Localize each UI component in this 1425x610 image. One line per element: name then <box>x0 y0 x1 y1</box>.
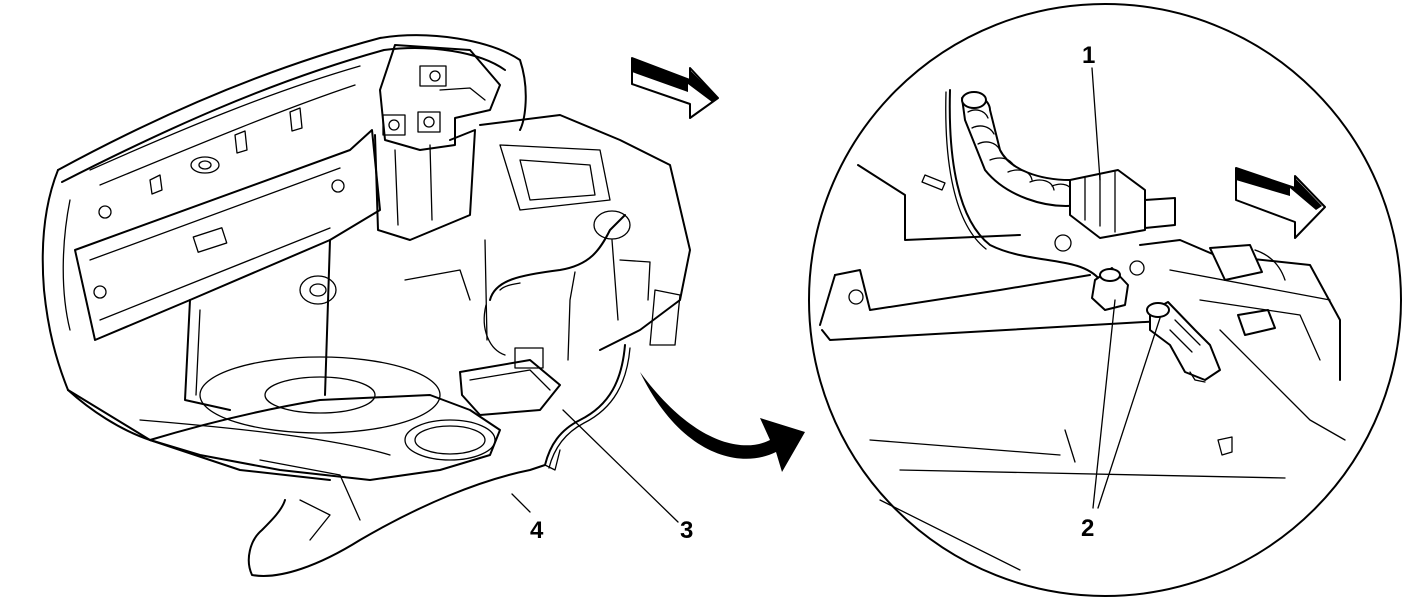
detail-view-arrow <box>640 372 805 472</box>
callout-3: 3 <box>680 517 693 544</box>
detail-direction-arrow <box>1235 167 1326 239</box>
antenna-base-fitting <box>1091 267 1221 383</box>
front-direction-arrow <box>631 57 719 119</box>
detail-magnified-view <box>808 3 1402 597</box>
callout-4: 4 <box>530 517 544 544</box>
callout-2: 2 <box>1081 515 1094 542</box>
callout-leader-lines <box>511 67 1161 523</box>
trunk-compartment-illustration <box>41 34 691 577</box>
wiring-harness-convolute <box>961 91 1081 207</box>
callout-1: 1 <box>1082 42 1095 69</box>
electrical-connector <box>1069 169 1176 239</box>
